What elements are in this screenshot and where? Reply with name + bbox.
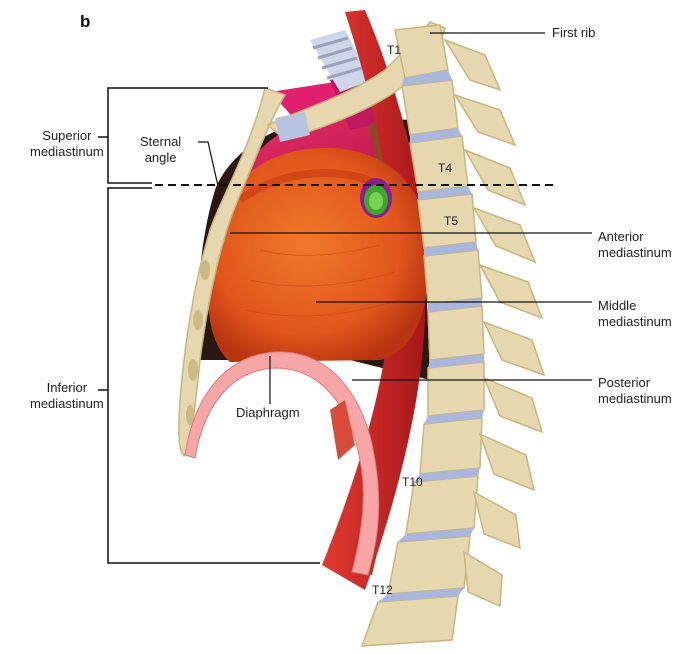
superior-bracket [107, 87, 268, 184]
vertebra-t10-label: T10 [402, 475, 423, 489]
panel-letter: b [80, 12, 91, 31]
anterior-mediastinum-line-1: Anterior [598, 229, 644, 244]
heart-texture [244, 244, 401, 317]
middle-mediastinum-line-1: Middle [598, 298, 637, 313]
intervertebral-discs [378, 70, 484, 602]
inferior-mediastinum-line-1: Inferior [46, 380, 88, 395]
diaphragm-label: Diaphragm [236, 405, 300, 420]
vertebra-t5-label: T5 [444, 214, 459, 228]
vertebra-t12-label: T12 [372, 583, 393, 597]
sternal-angle-leader [198, 141, 219, 187]
sternal-angle-line-1: Sternal [140, 134, 182, 149]
middle-mediastinum-label: Middle mediastinum [598, 298, 672, 330]
sternal-angle-line-2: angle [144, 150, 177, 165]
first-rib [266, 21, 446, 141]
middle-mediastinum-line-2: mediastinum [598, 314, 672, 329]
inferior-bracket [107, 187, 320, 564]
rib-cartilage [275, 112, 310, 142]
superior-mediastinum-label: Superior mediastinum [30, 128, 104, 160]
posterior-mediastinum-line-1: Posterior [598, 375, 651, 390]
vertebral-bodies [360, 24, 485, 647]
anterior-mediastinum-line-2: mediastinum [598, 245, 672, 260]
vertebra-t4-label: T4 [438, 161, 453, 175]
aorta [322, 10, 426, 590]
sternal-angle-label: Sternal angle [140, 134, 181, 166]
vertebra-t1-label: T1 [387, 43, 402, 57]
heart-outline [237, 169, 382, 204]
anterior-mediastinum-label: Anterior mediastinum [598, 229, 672, 261]
inferior-mediastinum-label: Inferior mediastinum [30, 380, 104, 412]
diaphragm-muscle [330, 400, 355, 460]
first-rib-label: First rib [552, 25, 596, 40]
superior-mediastinum-line-1: Superior [42, 128, 92, 143]
vessel-inner [369, 192, 383, 210]
vertebral-column [360, 24, 546, 647]
trachea [310, 30, 372, 92]
diaphragm [184, 351, 380, 576]
posterior-mediastinum-line-2: mediastinum [598, 391, 672, 406]
inferior-mediastinum-line-2: mediastinum [30, 396, 104, 411]
sternum-holes [186, 260, 210, 425]
spinous-processes [443, 38, 546, 608]
posterior-mediastinum-label: Posterior mediastinum [598, 375, 672, 407]
superior-mediastinum-line-2: mediastinum [30, 144, 104, 159]
